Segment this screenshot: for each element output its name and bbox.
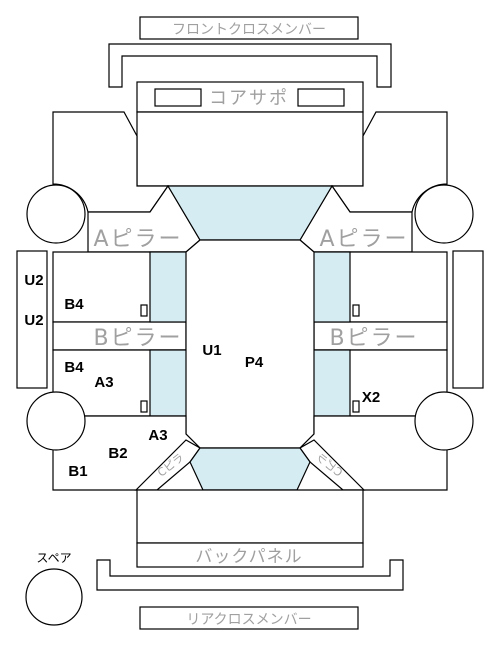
rear-right-wheel[interactable] xyxy=(414,391,474,451)
trunk-lid[interactable] xyxy=(136,489,364,544)
rear-window[interactable] xyxy=(189,447,311,491)
b-pillar-left-label: Bピラー xyxy=(93,326,182,351)
code-a3-left: A3 xyxy=(94,374,113,391)
code-b2: B2 xyxy=(108,445,127,462)
code-p4: P4 xyxy=(245,354,264,371)
core-support-left-slot[interactable] xyxy=(154,88,202,107)
hood-panel[interactable] xyxy=(136,111,364,187)
back-panel-label: バックパネル xyxy=(195,547,302,567)
code-b1: B1 xyxy=(68,463,87,480)
core-support-right-slot[interactable] xyxy=(297,88,345,107)
code-u1: U1 xyxy=(202,342,221,359)
b-pillar-right-strip[interactable] xyxy=(313,321,448,351)
spare-tire[interactable] xyxy=(25,568,83,626)
left-rear-window[interactable] xyxy=(149,349,189,417)
left-front-window[interactable] xyxy=(149,251,189,323)
right-side-sill[interactable] xyxy=(452,250,484,389)
left-rear-handle xyxy=(140,400,148,413)
front-cross-member-label: フロントクロスメンバー xyxy=(172,22,326,38)
code-u2-top: U2 xyxy=(24,272,43,289)
front-right-wheel[interactable] xyxy=(414,184,474,244)
b-pillar-right-label: Bピラー xyxy=(329,326,418,351)
front-left-wheel[interactable] xyxy=(26,184,86,244)
right-front-handle xyxy=(352,304,360,317)
core-support-label: コアサポ xyxy=(209,88,289,109)
code-a3-center: A3 xyxy=(148,427,167,444)
front-cross-member-box[interactable] xyxy=(139,16,359,40)
code-b4-top: B4 xyxy=(64,296,84,313)
back-panel-box[interactable] xyxy=(136,542,364,568)
left-front-handle xyxy=(140,304,148,317)
left-front-fender[interactable] xyxy=(52,111,170,213)
rear-cross-member-bracket[interactable] xyxy=(96,559,404,591)
right-rear-handle xyxy=(352,400,360,413)
a-pillar-left-label: Aピラー xyxy=(93,227,182,252)
rear-cross-member-box[interactable] xyxy=(139,606,359,630)
spare-label: スペア xyxy=(36,551,71,565)
right-rear-window[interactable] xyxy=(311,349,351,417)
code-x2: X2 xyxy=(362,389,380,406)
code-b4-bottom: B4 xyxy=(64,359,84,376)
c-pillar-left-strip[interactable] xyxy=(134,439,201,491)
code-u2-bottom: U2 xyxy=(24,312,43,329)
front-cross-member-bracket[interactable] xyxy=(108,43,392,88)
rear-left-wheel[interactable] xyxy=(26,391,86,451)
right-front-fender[interactable] xyxy=(330,111,448,213)
rear-cross-member-label: リアクロスメンバー xyxy=(186,612,311,628)
c-pillar-right-strip[interactable] xyxy=(299,439,366,491)
left-side-sill[interactable] xyxy=(16,250,48,389)
right-front-window[interactable] xyxy=(311,251,351,323)
a-pillar-right-label: Aピラー xyxy=(319,227,408,252)
